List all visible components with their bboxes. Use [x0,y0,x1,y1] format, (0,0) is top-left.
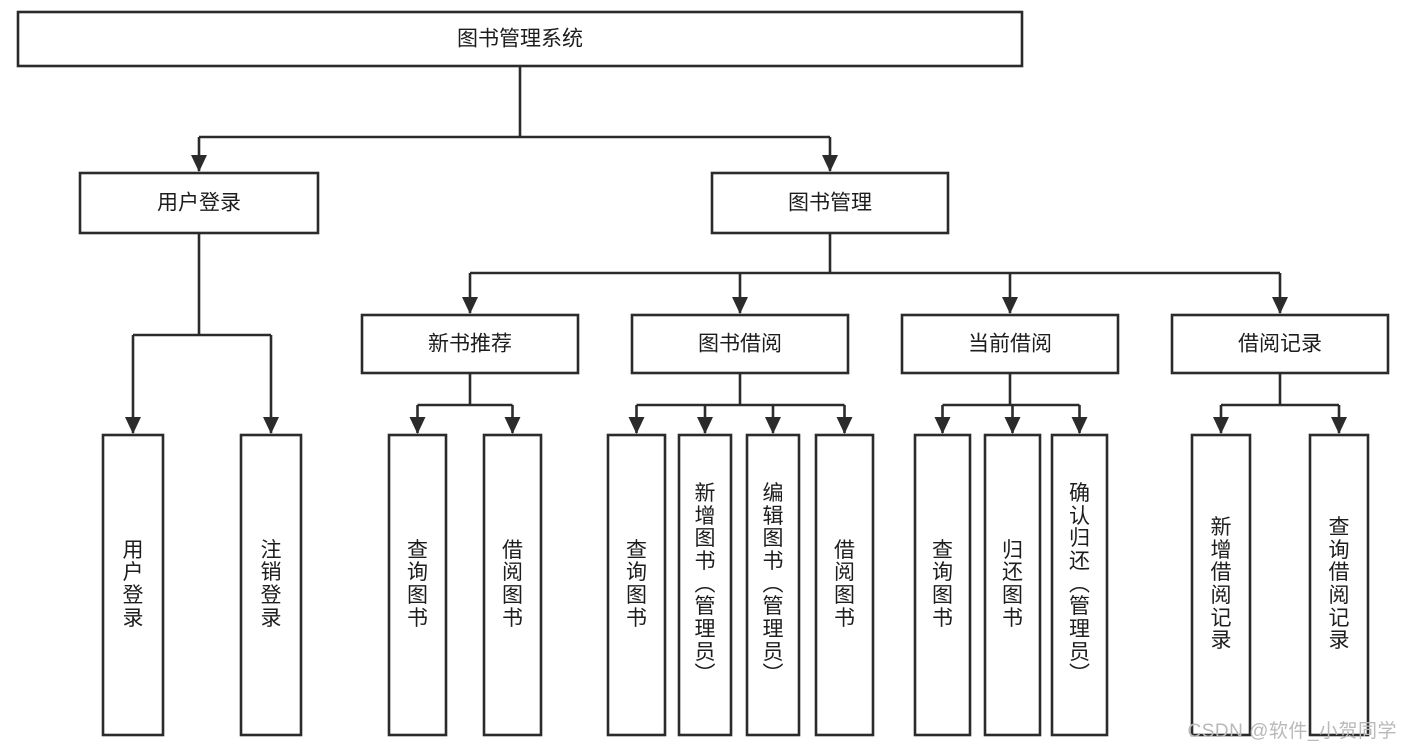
node-box [78,171,320,235]
node-level3-3[interactable]: 借阅记录 [1170,313,1390,375]
node-label: 图书管理系统 [457,28,583,51]
node-leaf-6[interactable] [745,433,801,737]
connector-layer [125,66,1347,434]
arrow-to-level3-0 [462,297,478,314]
arrow-to-leaf-3-0 [1213,417,1229,434]
node-box [360,313,580,375]
node-leaf-7[interactable] [814,433,875,737]
node-box [1190,433,1252,737]
arrow-to-level3-2 [1002,297,1018,314]
arrow-to-leaf-1-0 [628,417,645,434]
node-box [101,433,165,737]
node-leaf-1[interactable] [239,433,303,737]
node-box [983,433,1042,737]
node-box [1308,433,1370,737]
arrow-to-leaf-2-2 [1071,417,1088,434]
node-level3-2[interactable]: 当前借阅 [900,313,1120,375]
arrow-to-leaf-1-1 [697,417,713,434]
node-box [900,313,1120,375]
node-box [482,433,543,737]
node-leaf-10[interactable] [1050,433,1109,737]
arrow-to-leaf-3-1 [1331,417,1347,434]
node-box [16,10,1024,68]
arrow-to-level3-3 [1272,297,1288,314]
arrow-to-leaf-1-3 [836,417,853,434]
node-box [630,313,850,375]
node-label: 图书管理 [788,192,872,215]
node-leaf-4[interactable] [606,433,667,737]
node-leaf-2[interactable] [387,433,448,737]
arrow-to-level2-1 [822,155,838,172]
node-box [1050,433,1109,737]
node-label: 新书推荐 [428,333,512,356]
arrow-to-leaf-0-1 [504,417,521,434]
node-leaf-12[interactable] [1308,433,1370,737]
arrow-to-leaf-2-0 [934,417,951,434]
node-level3-1[interactable]: 图书借阅 [630,313,850,375]
node-box [677,433,733,737]
node-level2-1[interactable]: 图书管理 [710,171,950,235]
node-box [814,433,875,737]
arrow-to-leaf-2-1 [1004,417,1021,434]
node-leaf-11[interactable] [1190,433,1252,737]
arrow-to-login-leaf-0 [125,417,141,434]
arrow-to-leaf-1-2 [765,417,781,434]
watermark-text: CSDN @软件_小贺同学 [1187,721,1397,742]
node-label: 图书借阅 [698,333,782,356]
node-box [1170,313,1390,375]
arrow-to-level3-1 [732,297,748,314]
node-leaf-8[interactable] [913,433,972,737]
node-leaf-3[interactable] [482,433,543,737]
node-label: 用户登录 [157,192,241,215]
node-box [239,433,303,737]
node-box [710,171,950,235]
node-root[interactable]: 图书管理系统 [16,10,1024,68]
arrow-to-leaf-0-0 [409,417,426,434]
node-box [387,433,448,737]
node-label: 借阅记录 [1238,333,1322,356]
node-leaf-5[interactable] [677,433,733,737]
node-box [745,433,801,737]
node-box [913,433,972,737]
node-leaf-9[interactable] [983,433,1042,737]
node-leaf-0[interactable] [101,433,165,737]
arrow-to-level2-0 [191,155,207,172]
node-level2-0[interactable]: 用户登录 [78,171,320,235]
node-box [606,433,667,737]
arrow-to-login-leaf-1 [263,417,279,434]
node-label: 当前借阅 [968,333,1052,356]
node-level3-0[interactable]: 新书推荐 [360,313,580,375]
